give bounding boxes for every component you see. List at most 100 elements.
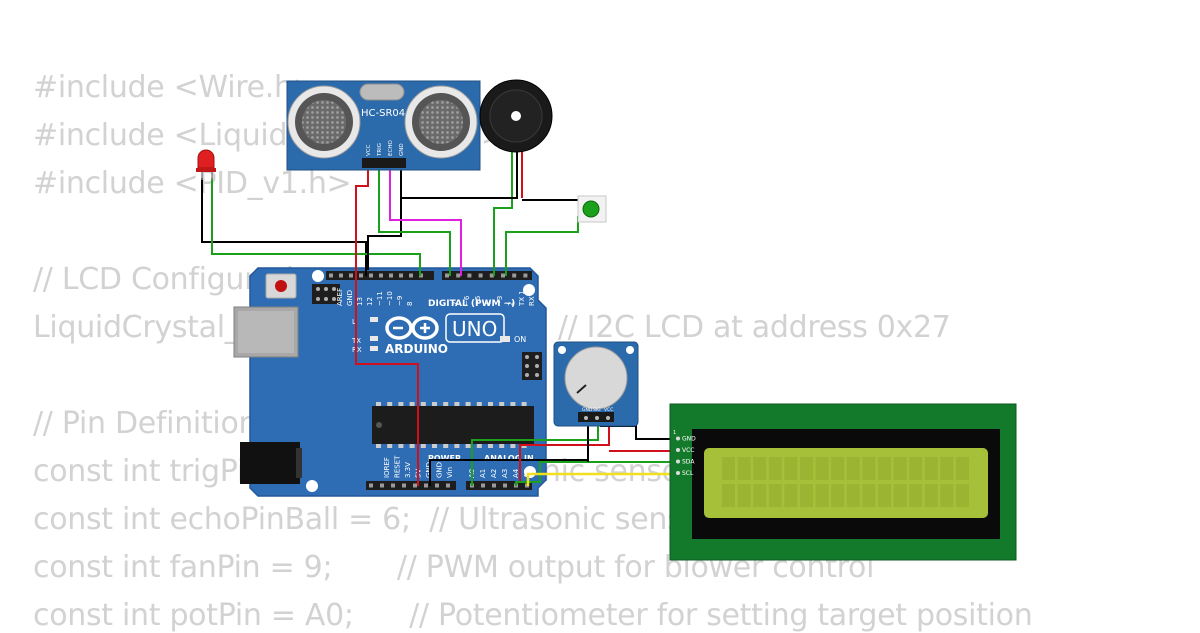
wire-lcd-gnd[interactable] [600, 425, 676, 440]
wire-led-signal[interactable] [211, 178, 421, 276]
digital-pin-label: ~9 [396, 296, 404, 306]
digital-pin-label: GND [346, 290, 354, 306]
lcd-pin[interactable] [676, 471, 680, 475]
wire-buzzer-signal[interactable] [493, 150, 513, 276]
wires [201, 150, 676, 486]
wire-sensor-vcc[interactable] [355, 166, 419, 486]
lcd-char-cell [753, 457, 767, 480]
digital-pin-label: 7 [452, 302, 460, 306]
wire-lcd-scl[interactable] [526, 472, 676, 486]
transducer-left [287, 85, 361, 159]
header-pin[interactable] [409, 273, 413, 278]
power-jack-tip [296, 448, 302, 478]
wire-buzzer-gnd[interactable] [401, 150, 518, 199]
arduino-logo-text: ARDUINO [385, 342, 448, 356]
pot-pin-label: SIG [593, 407, 601, 413]
lcd-pin[interactable] [676, 436, 680, 441]
lcd-char-cell [862, 457, 876, 480]
mounting-hole [523, 284, 535, 296]
header-pin[interactable] [349, 273, 353, 278]
wire-sensor-trig[interactable] [378, 166, 451, 276]
lcd-char-cell [878, 457, 891, 480]
chip-notch [376, 422, 382, 428]
header-pin[interactable] [492, 483, 496, 488]
header-pin[interactable] [456, 273, 461, 278]
lcd-pin-label: SDA [682, 459, 695, 466]
header-pin[interactable] [481, 483, 485, 488]
lcd-pin[interactable] [676, 459, 680, 464]
lcd-pin[interactable] [676, 448, 680, 452]
crystal-oscillator [359, 83, 405, 101]
analog-header-label: ANALOG IN [484, 454, 534, 463]
tx-led [370, 336, 378, 341]
digital-pin-label: 8 [406, 302, 414, 306]
red-led[interactable] [196, 149, 216, 180]
header-pin[interactable] [329, 273, 333, 278]
header-pin[interactable] [399, 273, 403, 278]
wire-pot-vcc[interactable] [519, 420, 610, 482]
pot-knob[interactable] [564, 346, 628, 410]
wire-sensor-gnd[interactable] [367, 166, 402, 270]
wire-pot-sig[interactable] [471, 420, 599, 486]
lcd-char-cell [800, 484, 813, 507]
header-pin[interactable] [391, 483, 395, 488]
digital-pin-label: ~6 [463, 295, 471, 306]
lcd-char-cell [924, 457, 938, 480]
l-led-label: L [352, 318, 356, 326]
pot-pin[interactable] [606, 416, 610, 420]
header-pin[interactable] [339, 273, 343, 278]
piezo-buzzer[interactable] [479, 79, 553, 153]
wire-led-gnd[interactable] [201, 178, 367, 276]
mounting-hole [306, 480, 318, 492]
board-model: UNO [452, 317, 497, 341]
header-pin[interactable] [380, 483, 384, 488]
digital-header-right [442, 271, 532, 280]
push-button[interactable] [577, 195, 607, 223]
lcd-char-cell [893, 484, 907, 507]
pot-pin[interactable] [584, 416, 588, 420]
wire-button-signal[interactable] [505, 216, 579, 276]
atmega328-chip [372, 406, 534, 444]
header-pin[interactable] [424, 483, 428, 488]
l-led [370, 317, 378, 322]
analog-pin-label: A4 [512, 468, 520, 478]
wire-lcd-sda[interactable] [515, 461, 676, 486]
digital-pin-label: AREF [336, 288, 344, 306]
power-header [366, 481, 456, 490]
header-pin[interactable] [503, 483, 507, 488]
header-pin[interactable] [413, 483, 417, 488]
lcd-char-cell [862, 484, 876, 507]
header-pin[interactable] [435, 483, 439, 488]
header-pin[interactable] [478, 273, 483, 278]
icsp-header [312, 284, 340, 304]
digital-pin-label: 13 [356, 297, 364, 306]
header-pin[interactable] [379, 273, 383, 278]
header-pin[interactable] [467, 273, 472, 278]
reset-button-cap[interactable] [275, 280, 287, 292]
pot-pin[interactable] [595, 416, 599, 420]
wire-sensor-echo[interactable] [389, 166, 462, 276]
header-pin[interactable] [402, 483, 406, 488]
header-pin[interactable] [445, 273, 449, 278]
header-pin[interactable] [512, 273, 517, 278]
header-pin[interactable] [359, 273, 363, 278]
header-pin[interactable] [523, 273, 528, 278]
header-pin[interactable] [369, 273, 373, 278]
lcd-char-cell [909, 457, 923, 480]
header-pin[interactable] [489, 273, 494, 278]
lcd-char-cell [956, 457, 969, 480]
lcd-char-cell [768, 484, 782, 507]
sensor-header [362, 158, 406, 168]
header-pin[interactable] [369, 483, 373, 488]
led-base [196, 168, 216, 172]
rx-led [370, 346, 378, 351]
header-pin[interactable] [446, 483, 450, 488]
lcd-char-cell [815, 484, 829, 507]
header-pin[interactable] [389, 273, 393, 278]
header-pin[interactable] [501, 273, 505, 278]
lcd-char-cell [737, 457, 751, 480]
